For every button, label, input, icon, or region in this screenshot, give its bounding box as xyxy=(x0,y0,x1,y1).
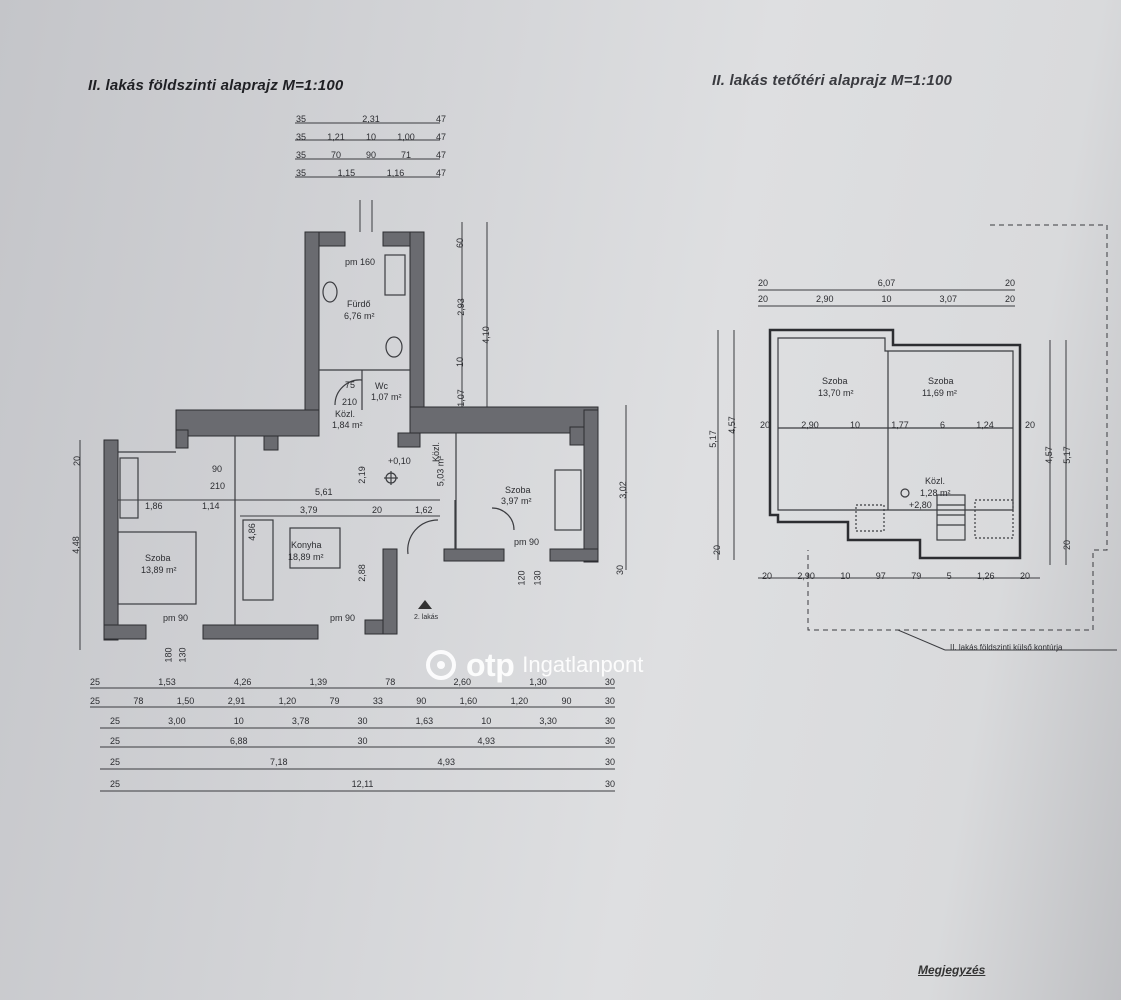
entrance-label: 2. lakás xyxy=(414,614,439,621)
attic-side-dim: 20 xyxy=(712,544,723,556)
watermark-logo: otp xyxy=(466,646,515,683)
footer-note: Megjegyzés xyxy=(918,963,986,977)
interior-dim: 3,79 xyxy=(300,505,318,515)
interior-dim: 1,14 xyxy=(202,501,220,511)
room-hall-1-area: 1,84 m² xyxy=(332,420,363,430)
room-hall-1-name: Közl. xyxy=(335,409,356,419)
dim-row: 25 78 1,50 2,91 1,20 79 33 90 1,60 1,20 … xyxy=(90,696,615,706)
room-small-area: 3,97 m² xyxy=(501,496,532,506)
opening-dim: 210 xyxy=(210,481,226,491)
top-dims: 35 2,31 47 35 1,21 10 1,00 47 35 70 90 7… xyxy=(296,114,446,186)
parapet-label: pm 90 xyxy=(163,613,189,623)
ground-floor-title: II. lakás földszinti alaprajz M=1:100 xyxy=(88,77,344,94)
level-mark: +0,10 xyxy=(388,456,411,466)
attic-room-2-area: 11,69 m² xyxy=(922,388,957,398)
room-wc-area: 1,07 m² xyxy=(371,392,402,402)
attic-room-1-area: 13,70 m² xyxy=(818,388,854,398)
attic-side-dim: 20 xyxy=(1062,539,1073,551)
room-bathroom-name: Fürdő xyxy=(347,299,371,309)
attic-room-2-name: Szoba xyxy=(928,376,954,386)
interior-dim: 20 xyxy=(372,505,383,515)
room-small-name: Szoba xyxy=(505,485,531,495)
attic-bottom-dims: 20 2,90 10 97 79 5 1,26 20 xyxy=(762,571,1030,581)
attic-level-mark: +2,80 xyxy=(909,500,932,510)
room-bedroom-area: 13,89 m² xyxy=(141,565,177,575)
dim-row: 25 12,11 30 xyxy=(110,779,615,789)
room-kitchen-name: Konyha xyxy=(291,540,322,550)
room-bedroom-name: Szoba xyxy=(145,553,171,563)
room-wc-name: Wc xyxy=(375,381,388,391)
attic-side-dim: 4,57 xyxy=(726,416,737,434)
dim-row: 25 1,53 4,26 1,39 78 2,60 1,30 30 xyxy=(90,677,615,687)
attic-floor-title: II. lakás tetőtéri alaprajz M=1:100 xyxy=(712,72,953,89)
interior-dim: 5,61 xyxy=(315,487,333,497)
dim-row: 35 1,21 10 1,00 47 xyxy=(296,132,446,142)
attic-mid-dims: 20 2,90 10 1,77 6 1,24 20 xyxy=(760,420,1035,430)
attic-hall-name: Közl. xyxy=(925,476,946,486)
dim-row: 35 1,15 1,16 47 xyxy=(296,168,446,178)
opening-dim: 90 xyxy=(212,464,223,474)
outer-contour-label: II. lakás földszinti külső kontúrja xyxy=(950,643,1063,652)
interior-dim: 1,86 xyxy=(145,501,163,511)
attic-hall-area: 1,28 m² xyxy=(920,488,951,498)
parapet-label: pm 160 xyxy=(345,257,376,267)
room-kitchen-area: 18,89 m² xyxy=(288,552,324,562)
attic-side-dim: 5,17 xyxy=(707,430,718,448)
parapet-label: pm 90 xyxy=(330,613,356,623)
otp-watermark: otp Ingatlanpont xyxy=(424,643,643,687)
attic-top-dims: 20 6,07 20 20 2,90 10 3,07 20 xyxy=(758,278,1015,310)
attic-side-dim: 5,17 xyxy=(1061,446,1072,464)
otp-logo-icon xyxy=(426,650,456,680)
dim-row: 20 6,07 20 xyxy=(758,278,1015,288)
parapet-label: pm 90 xyxy=(514,537,540,547)
dim-row: 25 3,00 10 3,78 30 1,63 10 3,30 30 xyxy=(110,716,615,726)
dim-row: 35 2,31 47 xyxy=(296,114,446,124)
attic-room-1-name: Szoba xyxy=(822,376,848,386)
dim-row: 35 70 90 71 47 xyxy=(296,150,446,160)
dim-row: 20 2,90 10 3,07 20 xyxy=(758,294,1015,304)
room-bathroom-area: 6,76 m² xyxy=(344,311,375,321)
interior-dim: 1,62 xyxy=(415,505,433,515)
watermark-brand: Ingatlanpont xyxy=(522,652,644,677)
opening-dim: 210 xyxy=(342,397,358,407)
dim-row: 25 6,88 30 4,93 30 xyxy=(110,736,615,746)
dim-row: 25 7,18 4,93 30 xyxy=(110,757,615,767)
attic-side-dim: 4,57 xyxy=(1043,446,1054,464)
opening-dim: 75 xyxy=(345,380,356,390)
bottom-dims: 25 1,53 4,26 1,39 78 2,60 1,30 30 25 78 … xyxy=(90,677,615,799)
